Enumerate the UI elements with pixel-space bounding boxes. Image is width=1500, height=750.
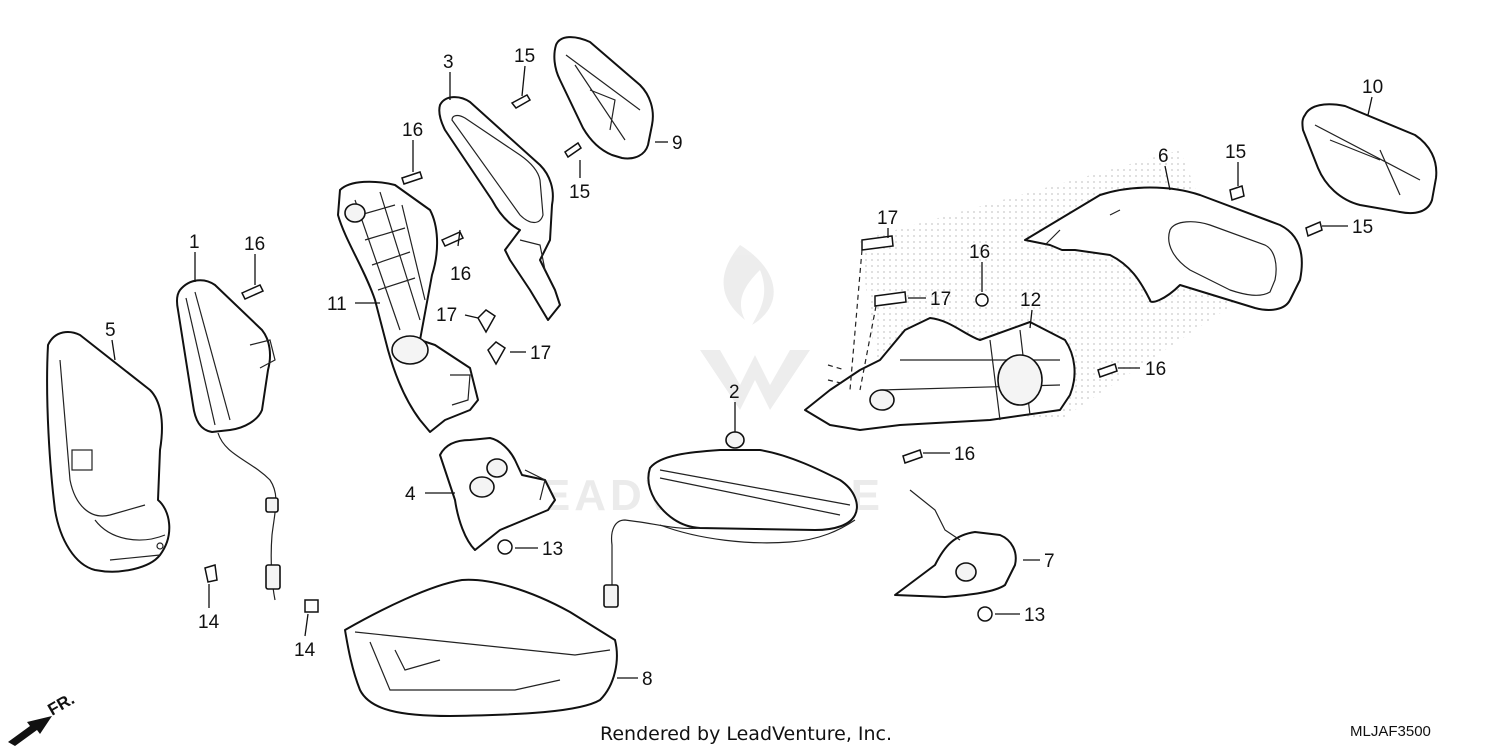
screw-17d[interactable]: [874, 291, 907, 307]
part-3-mirror-frame[interactable]: [438, 96, 561, 321]
part-2-turn-signal[interactable]: [603, 431, 858, 608]
part-8-lower-cover[interactable]: [344, 578, 618, 717]
screw-16a[interactable]: [401, 171, 423, 185]
callout-16[interactable]: 16: [244, 234, 265, 255]
leader-lines: [111, 65, 1373, 679]
callout-10[interactable]: 10: [1362, 77, 1383, 98]
callout-13[interactable]: 13: [542, 539, 563, 560]
callout-16[interactable]: 16: [969, 242, 990, 263]
callout-15[interactable]: 15: [514, 46, 535, 67]
callout-17[interactable]: 17: [530, 343, 551, 364]
callout-16[interactable]: 16: [1145, 359, 1166, 380]
callout-14[interactable]: 14: [294, 640, 316, 661]
callout-17[interactable]: 17: [436, 305, 457, 326]
callout-6[interactable]: 6: [1158, 146, 1169, 167]
screw-16b[interactable]: [440, 231, 465, 247]
arrow-icon: [8, 716, 52, 746]
callout-9[interactable]: 9: [672, 133, 683, 154]
part-9-mirror-glass[interactable]: [553, 36, 654, 160]
callout-8[interactable]: 8: [642, 669, 653, 690]
screw-17c[interactable]: [861, 235, 894, 251]
screw-17a[interactable]: [477, 309, 496, 334]
callout-1[interactable]: 1: [189, 232, 200, 253]
screw-16c[interactable]: [240, 284, 265, 300]
screw-14a[interactable]: [204, 564, 218, 583]
screw-15c[interactable]: [1229, 185, 1245, 201]
callout-15[interactable]: 15: [1225, 142, 1246, 163]
part-12-mirror-stay-right[interactable]: [804, 317, 1076, 431]
callout-15[interactable]: 15: [1352, 217, 1373, 238]
front-direction-indicator: FR.: [8, 689, 78, 746]
screw-13a[interactable]: [497, 539, 513, 555]
part-10-mirror-glass-right[interactable]: [1301, 103, 1438, 215]
callout-7[interactable]: 7: [1044, 551, 1055, 572]
screw-16d[interactable]: [975, 293, 989, 307]
callout-12[interactable]: 12: [1020, 290, 1041, 311]
part-4-inner-cover[interactable]: [439, 437, 556, 551]
callouts: 3 15 9 15 16 16 1 16 5 11 17 17 4 13 14 …: [105, 46, 1383, 690]
callout-14[interactable]: 14: [198, 612, 220, 633]
callout-17[interactable]: 17: [877, 208, 898, 229]
screw-17b[interactable]: [487, 341, 506, 366]
callout-3[interactable]: 3: [443, 52, 454, 73]
screw-15a[interactable]: [510, 94, 532, 109]
screw-14b[interactable]: [304, 599, 319, 613]
callout-4[interactable]: 4: [405, 484, 416, 505]
part-1-mirror-body[interactable]: [175, 279, 281, 601]
callout-11[interactable]: 11: [327, 294, 347, 315]
screw-15b[interactable]: [563, 141, 583, 159]
screw-16e[interactable]: [1097, 363, 1118, 378]
fasteners: [204, 94, 1323, 622]
callout-16[interactable]: 16: [954, 444, 975, 465]
screw-16f[interactable]: [902, 449, 923, 464]
footer-credit: Rendered by LeadVenture, Inc.: [600, 723, 892, 745]
screw-15d[interactable]: [1305, 220, 1323, 238]
callout-2[interactable]: 2: [729, 382, 740, 403]
callout-13[interactable]: 13: [1024, 605, 1045, 626]
diagram-code: MLJAF3500: [1350, 723, 1431, 740]
callout-15[interactable]: 15: [569, 182, 590, 203]
direction-label: FR.: [45, 689, 78, 719]
callout-16[interactable]: 16: [402, 120, 423, 141]
callout-5[interactable]: 5: [105, 320, 116, 341]
part-5-mirror-cover[interactable]: [46, 331, 171, 573]
callout-17[interactable]: 17: [930, 289, 951, 310]
part-7-inner-cover-right[interactable]: [894, 489, 1017, 598]
callout-16[interactable]: 16: [450, 264, 471, 285]
part-6-mirror-frame-right[interactable]: [1024, 186, 1303, 311]
screw-13b[interactable]: [977, 606, 993, 622]
part-11-mirror-stay[interactable]: [337, 180, 479, 433]
